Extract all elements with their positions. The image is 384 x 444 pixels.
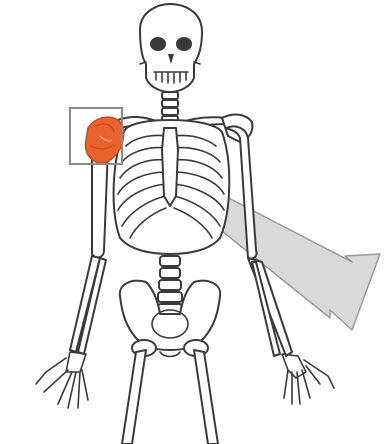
left-eye-socket xyxy=(150,37,166,51)
skull xyxy=(140,4,202,92)
rib-cage xyxy=(114,120,230,254)
right-eye-socket xyxy=(176,37,192,51)
legs xyxy=(122,350,218,444)
lumbar-spine xyxy=(158,256,182,314)
cervical-spine xyxy=(162,92,178,123)
right-arm xyxy=(36,142,108,408)
